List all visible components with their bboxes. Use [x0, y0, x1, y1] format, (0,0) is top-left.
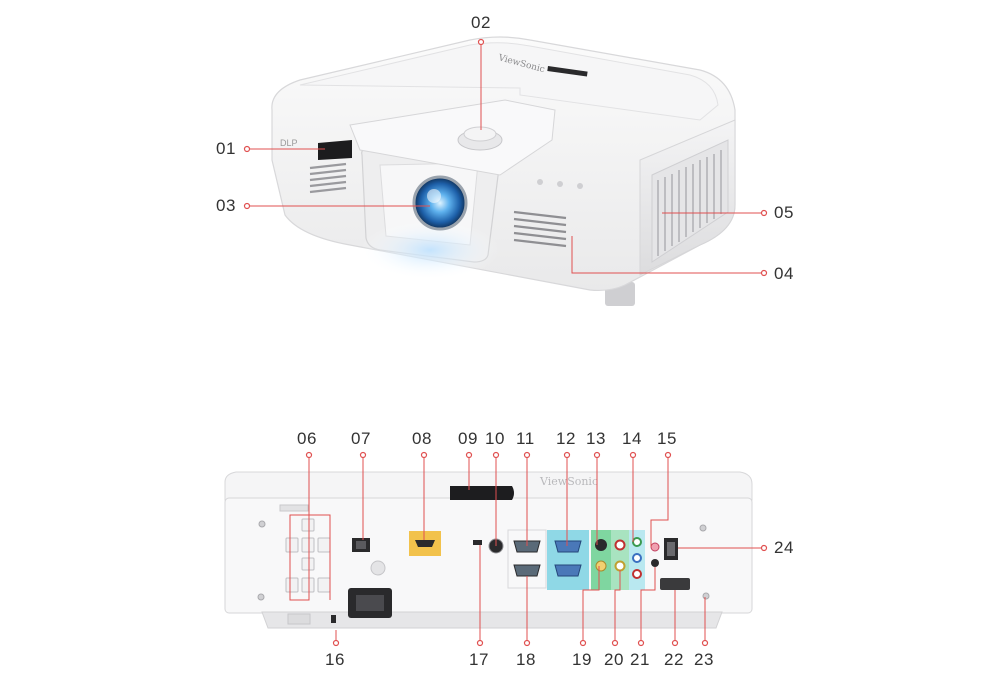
rear-callout-dots	[305, 451, 768, 647]
callout-04: 04	[774, 264, 794, 283]
callout-24: 24	[774, 538, 794, 557]
callout-16: 16	[325, 650, 345, 669]
component-pb-port[interactable]	[632, 553, 642, 563]
callout-14: 14	[622, 429, 642, 448]
mic-port[interactable]	[650, 542, 660, 552]
rs232-port[interactable]	[513, 540, 541, 553]
status-leds	[537, 179, 583, 189]
callout-22: 22	[664, 650, 684, 669]
audio-l-port[interactable]	[614, 560, 626, 572]
projection-lens	[412, 175, 468, 231]
speaker-grille	[370, 560, 386, 576]
svideo-in-port[interactable]	[595, 539, 607, 551]
keypad-tab	[279, 504, 309, 512]
callout-07: 07	[351, 429, 371, 448]
component-pr-port[interactable]	[632, 569, 642, 579]
callout-01: 01	[216, 139, 236, 158]
projector-front-view: DLP ViewSonic	[271, 36, 736, 306]
serial-ports	[507, 529, 547, 589]
callout-10: 10	[485, 429, 505, 448]
rear-callout-lines	[289, 455, 764, 643]
projector-rear-view: ViewSonic	[224, 471, 753, 629]
rear-brand-logo: ViewSonic	[539, 475, 598, 488]
vga-in-2-port[interactable]	[554, 564, 582, 577]
callout-05: 05	[774, 203, 794, 222]
callout-11: 11	[516, 429, 535, 448]
control-keypad[interactable]	[285, 518, 331, 593]
hdmi-port[interactable]	[415, 540, 435, 547]
callout-02: 02	[471, 13, 491, 32]
callout-06: 06	[297, 429, 317, 448]
left-front-vent	[309, 162, 347, 194]
callout-20: 20	[604, 650, 624, 669]
security-slot[interactable]	[331, 615, 336, 623]
vga-out-port[interactable]	[513, 564, 541, 577]
top-black-stripe	[547, 65, 588, 77]
vga-in-1-port[interactable]	[554, 540, 582, 553]
dlp-mark: DLP	[280, 138, 298, 148]
callout-09: 09	[458, 429, 478, 448]
dc-trigger-port[interactable]	[660, 578, 690, 590]
callout-08: 08	[412, 429, 432, 448]
callout-03: 03	[216, 196, 236, 215]
lens-hood	[349, 99, 556, 176]
side-vent	[651, 139, 729, 263]
callout-15: 15	[657, 429, 677, 448]
front-callout-dots	[243, 38, 768, 277]
callout-13: 13	[586, 429, 606, 448]
light-spill	[360, 220, 500, 280]
top-lid	[299, 42, 719, 121]
callout-18: 18	[516, 650, 536, 669]
top-vent-slot	[450, 486, 514, 500]
callout-21: 21	[630, 650, 650, 669]
composite-port[interactable]	[595, 560, 607, 572]
callout-12: 12	[556, 429, 576, 448]
callout-17: 17	[469, 650, 489, 669]
vga-highlight	[547, 530, 589, 590]
audio-r-port[interactable]	[614, 539, 626, 551]
front-callout-lines	[247, 42, 764, 274]
callout-23: 23	[694, 650, 714, 669]
right-front-vent	[513, 210, 567, 248]
mini-usb-port[interactable]	[473, 540, 482, 545]
callout-19: 19	[572, 650, 592, 669]
audio-out-port[interactable]	[651, 559, 659, 567]
component-y-port[interactable]	[632, 537, 642, 547]
ir-receiver	[318, 140, 352, 160]
